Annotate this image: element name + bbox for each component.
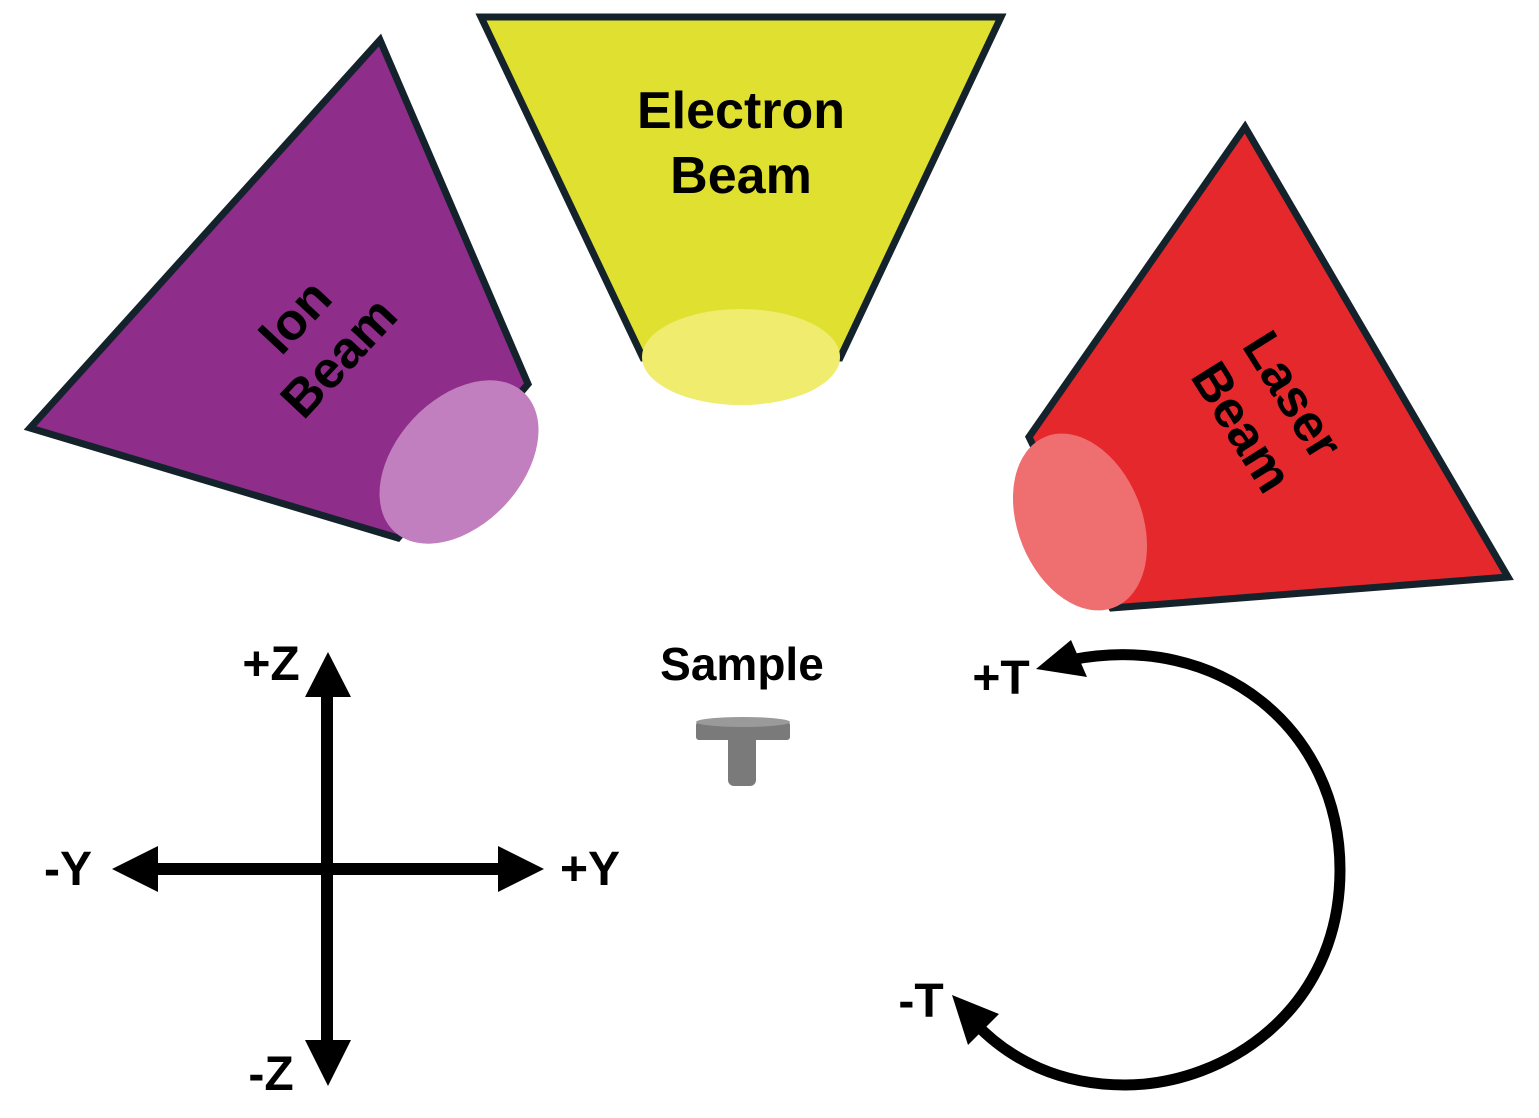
laser-beam-aperture bbox=[1012, 433, 1148, 611]
sample: Sample bbox=[660, 638, 824, 786]
plus-z-label: +Z bbox=[242, 638, 299, 691]
ion-beam-aperture bbox=[379, 380, 539, 544]
electron-beam-aperture bbox=[642, 309, 840, 405]
electron-beam-cone bbox=[475, 13, 1007, 362]
minus-y-label: -Y bbox=[44, 843, 92, 896]
sample-stub-post bbox=[728, 733, 756, 786]
ion-beam: Ion Beam bbox=[23, 33, 539, 544]
minus-t-label: -T bbox=[898, 975, 943, 1028]
plus-t-arrowhead bbox=[1036, 640, 1087, 677]
sample-stub-top bbox=[696, 722, 790, 740]
coordinate-axes: +Z -Z +Y -Y bbox=[44, 638, 620, 1101]
tilt-arc bbox=[971, 649, 1346, 1091]
minus-z-label: -Z bbox=[248, 1048, 293, 1101]
electron-beam-label-line2: Beam bbox=[670, 147, 812, 205]
minus-y-arrowhead bbox=[112, 846, 158, 892]
plus-z-arrowhead bbox=[305, 652, 351, 697]
sample-stub-top-face bbox=[696, 717, 790, 727]
laser-beam: Laser Beam bbox=[1012, 120, 1514, 612]
tilt-rotation: +T -T bbox=[898, 640, 1346, 1091]
sample-label: Sample bbox=[660, 638, 824, 690]
ion-beam-cone bbox=[23, 33, 533, 543]
minus-t-arrowhead bbox=[952, 995, 999, 1045]
plus-y-arrowhead bbox=[498, 846, 544, 892]
plus-y-label: +Y bbox=[560, 843, 620, 896]
electron-beam-label-line1: Electron bbox=[637, 82, 845, 140]
electron-beam: Electron Beam bbox=[475, 13, 1007, 405]
plus-t-label: +T bbox=[972, 652, 1029, 705]
minus-z-arrowhead bbox=[305, 1040, 351, 1086]
